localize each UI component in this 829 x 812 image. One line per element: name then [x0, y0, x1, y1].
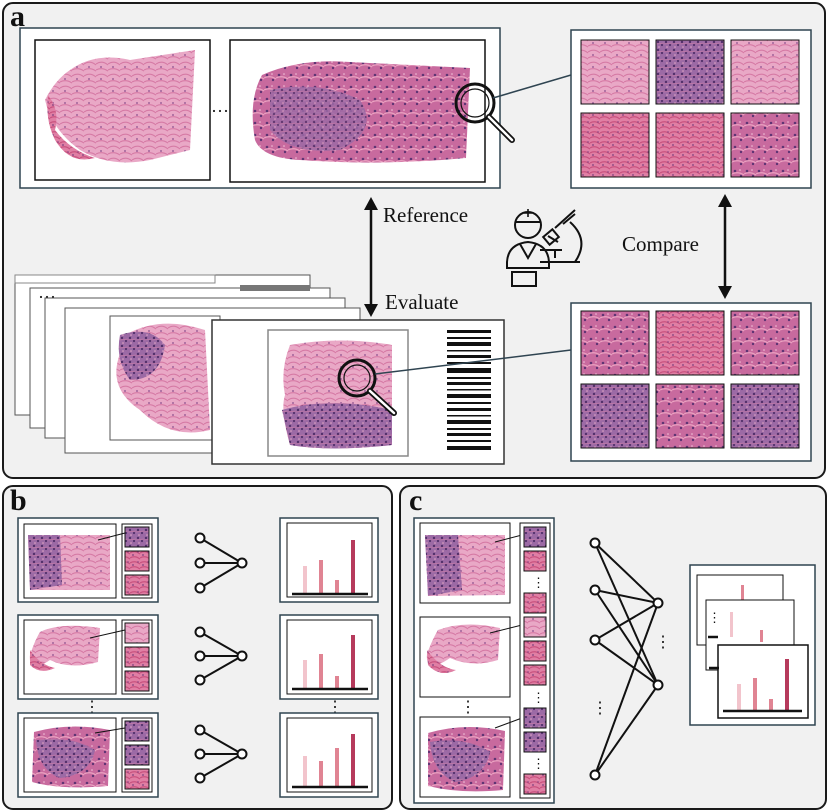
prediction-bar [351, 540, 355, 593]
multi-instance-network-icon [589, 537, 664, 781]
prediction-bar [785, 659, 789, 710]
ref-patch [655, 112, 725, 178]
magnifier-icon [454, 82, 515, 143]
evaluation-connector [374, 349, 572, 375]
wsi-thumbnail-fringe [30, 650, 55, 671]
prediction-chart [279, 614, 379, 700]
eval-patch [655, 383, 725, 449]
reference-tissue-1 [45, 50, 195, 163]
ref-patch [580, 112, 650, 178]
stacked-prediction-charts: ⋮ [689, 564, 816, 726]
prediction-bar [769, 699, 773, 710]
prediction-bar [303, 660, 307, 688]
prediction-bar [335, 676, 339, 688]
panel-a: a ··· [2, 0, 826, 479]
stack-tissue-purple [118, 331, 165, 380]
prediction-bar [741, 585, 744, 605]
reference-tissue-2-purple [270, 86, 367, 151]
aggregator-network-icon [194, 626, 248, 686]
prediction-bar [303, 566, 307, 593]
chart-stack-ellipsis: ⋮ [708, 610, 721, 625]
panel-b-chart-ellipsis: ⋮ [327, 699, 343, 716]
panel-a-letter: a [10, 0, 25, 33]
prediction-bar [351, 635, 355, 688]
network-output-ellipsis: ⋮ [655, 634, 671, 651]
panel-c: c ⋮ ⋮ ⋮ ⋮ [399, 484, 827, 810]
prediction-bar [753, 678, 757, 710]
prediction-chart [279, 712, 379, 798]
wsi-thumbnail-purple [28, 535, 62, 590]
eval-patch [730, 383, 800, 449]
wsi-thumbnail-fringe [427, 650, 456, 674]
reference-patch-grid [570, 29, 812, 189]
aggregator-network-icon [194, 724, 248, 784]
patch-column-ellipsis: ⋮ [532, 756, 545, 771]
prediction-chart [279, 517, 379, 603]
patch-column-ellipsis: ⋮ [532, 575, 545, 590]
evaluation-patch-grid [570, 302, 812, 462]
pathologist-microscope-icon [506, 209, 583, 287]
panel-c-letter: c [409, 484, 422, 517]
eval-patch [655, 310, 725, 376]
panel-b: b ⋮ [2, 484, 393, 810]
wsi-thumbnail-purple [425, 535, 462, 596]
reference-tissue-1-fringe [47, 95, 95, 160]
prediction-bar [335, 748, 339, 786]
patch-column-ellipsis: ⋮ [532, 690, 545, 705]
evaluation-slide-stack: ··· [14, 274, 572, 465]
prediction-bar [303, 756, 307, 786]
eval-patch [580, 310, 650, 376]
eval-patch [730, 310, 800, 376]
compare-arrow [718, 194, 732, 299]
eval-patch [580, 383, 650, 449]
panel-b-vertical-ellipsis: ⋮ [84, 699, 100, 716]
panel-c-ellipsis: ⋮ [460, 699, 476, 716]
barcode [446, 328, 492, 454]
prediction-bar [760, 630, 763, 642]
panel-b-row [17, 517, 159, 603]
prediction-bar [319, 761, 323, 786]
compare-label: Compare [622, 232, 699, 256]
wsi-thumbnail-purple [36, 738, 95, 778]
wsi-thumbnail [426, 624, 500, 666]
ref-patch [730, 39, 800, 105]
reference-label: Reference [383, 203, 468, 227]
wsi-thumbnail-purple [430, 740, 490, 782]
reference-evaluate-arrow [364, 197, 378, 317]
ref-patch [580, 39, 650, 105]
ref-patch [730, 112, 800, 178]
reference-ellipsis: ··· [211, 101, 229, 121]
panel-b-letter: b [10, 484, 27, 517]
magnifier-icon [337, 358, 397, 416]
wsi-thumbnail [29, 625, 101, 667]
prediction-bar [335, 580, 339, 593]
evaluation-tissue-purple [282, 403, 392, 449]
panel-b-row [17, 614, 159, 700]
prediction-chart-front [717, 644, 809, 719]
panel-c-patch-column: ⋮ ⋮ ⋮ [519, 522, 551, 799]
prediction-bar [351, 734, 355, 786]
network-input-ellipsis: ⋮ [592, 700, 608, 717]
prediction-bar [737, 684, 741, 710]
prediction-bar [730, 612, 733, 637]
aggregator-network-icon [194, 532, 248, 594]
prediction-bar [319, 560, 323, 593]
panel-b-row [17, 712, 159, 798]
prediction-bar [319, 654, 323, 688]
reference-connector [492, 74, 572, 99]
evaluate-label: Evaluate [385, 290, 458, 314]
ref-patch [655, 39, 725, 105]
